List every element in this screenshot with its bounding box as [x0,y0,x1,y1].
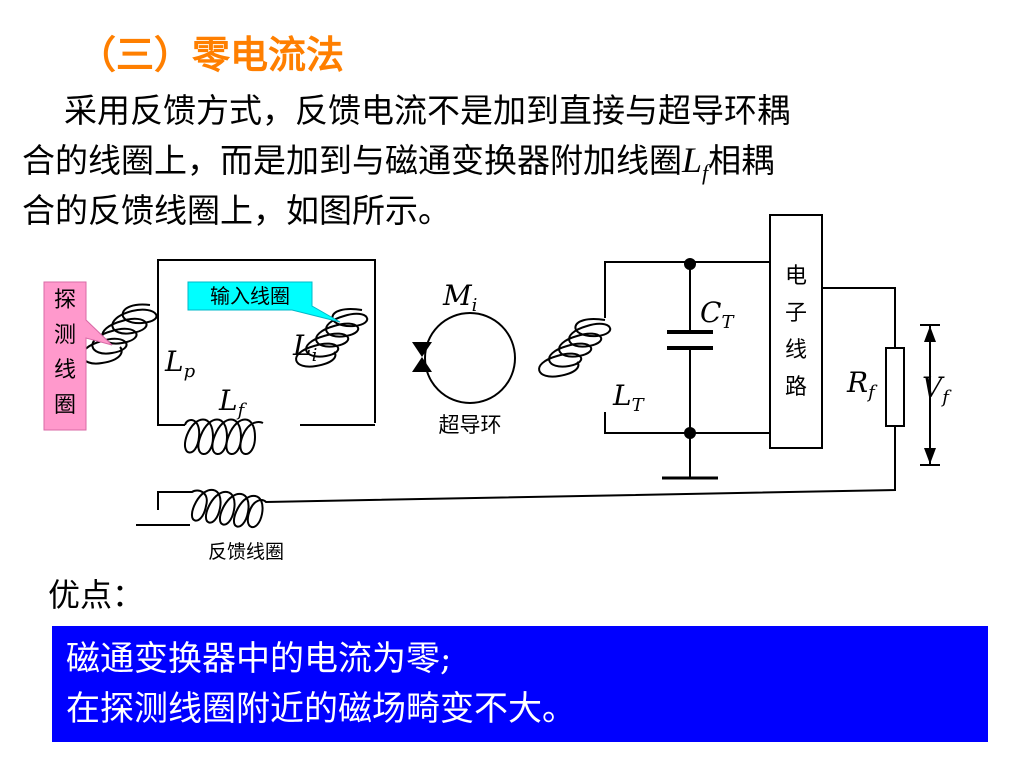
tank-bottom-wire [604,412,770,434]
advantages-banner: 磁通变换器中的电流为零; 在探测线圈附近的磁场畸变不大。 [52,626,988,742]
rf-resistor [885,347,905,427]
paragraph-line-2-text: 合的线圈上，而是加到与磁通变换器附加线圈 [22,141,682,180]
flux-transformer-left-wire [157,262,185,426]
tank-top-wire [604,261,770,318]
lt-symbol: LT [612,379,646,416]
lf-symbol: Lf [218,384,248,421]
electronics-label-char-4: 路 [785,375,807,400]
li-symbol: Li [292,329,317,366]
paragraph-line-1: 采用反馈方式，反馈电流不是加到直接与超导环耦 [64,91,790,130]
probe-coil-callout [43,281,113,431]
feedback-coil-label: 反馈线圈 [208,541,284,563]
flux-transformer-top-wire [157,259,376,423]
paragraph-line-2: 合的线圈上，而是加到与磁通变换器附加线圈Lf相耦 [22,134,962,186]
probe-coil [81,303,158,365]
electronics-label-char-3: 线 [785,338,807,363]
lf-inline-symbol: Lf [682,140,709,186]
vf-symbol: Vf [922,371,952,408]
josephson-junction-top [412,342,432,357]
electronics-label-char-1: 电 [785,264,807,289]
lt-coil [538,318,612,378]
electronics-box [769,214,823,449]
vf-arrow-down [924,448,936,464]
advantage-1: 磁通变换器中的电流为零; [66,639,452,679]
josephson-junction-bottom [412,357,432,372]
probe-label-char-3: 线 [54,358,76,383]
rf-symbol: Rf [846,366,878,403]
lf-coil [184,418,264,455]
paragraph-line-3: 合的反馈线圈上，如图所示。 [22,191,451,230]
advantages-heading: 优点： [48,576,145,614]
ct-symbol: CT [700,296,735,333]
advantage-2: 在探测线圈附近的磁场畸变不大。 [66,689,576,729]
probe-label-char-2: 测 [54,323,76,348]
ring-label: 超导环 [439,413,502,437]
slide-title: （三）零电流法 [78,32,345,77]
input-coil [295,308,369,368]
node-bottom [684,427,696,439]
superconducting-ring [424,312,516,404]
feedback-coil [157,465,896,528]
input-coil-label: 输入线圈 [210,284,290,308]
electronics-label-char-2: 子 [785,301,807,326]
lp-symbol: Lp [164,345,196,382]
paragraph-line-2-tail: 相耦 [708,141,775,180]
input-coil-callout [187,281,341,323]
mi-symbol: Mi [442,279,477,316]
probe-label-char-4: 圈 [54,393,76,418]
vf-arrow-up [924,326,936,342]
probe-label-char-1: 探 [54,288,76,313]
node-top [684,258,696,270]
output-top-wire [822,287,896,348]
